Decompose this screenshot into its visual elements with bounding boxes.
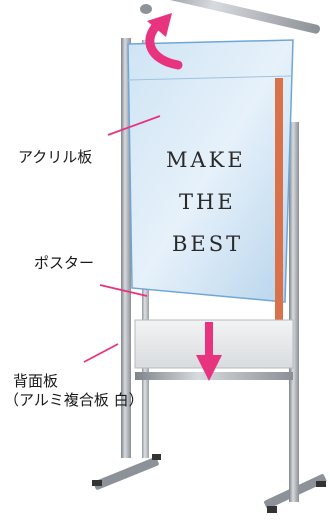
poster-line-3: BEST	[172, 232, 244, 256]
acrylic-label: アクリル板	[18, 148, 93, 166]
leader-lines	[83, 115, 161, 363]
back-panel-label-line2: （アルミ複合板 白）	[4, 391, 144, 409]
poster-line-2: THE	[179, 190, 236, 214]
poster-line-1: MAKE	[166, 148, 246, 172]
down-arrow-icon	[196, 322, 222, 381]
curved-arrow-icon	[145, 13, 183, 70]
orange-rail	[275, 78, 283, 340]
acrylic-plate	[127, 39, 294, 303]
back-panel-label-line1: 背面板	[13, 372, 59, 390]
poster-label: ポスター	[34, 254, 95, 272]
top-bar	[140, 0, 320, 34]
